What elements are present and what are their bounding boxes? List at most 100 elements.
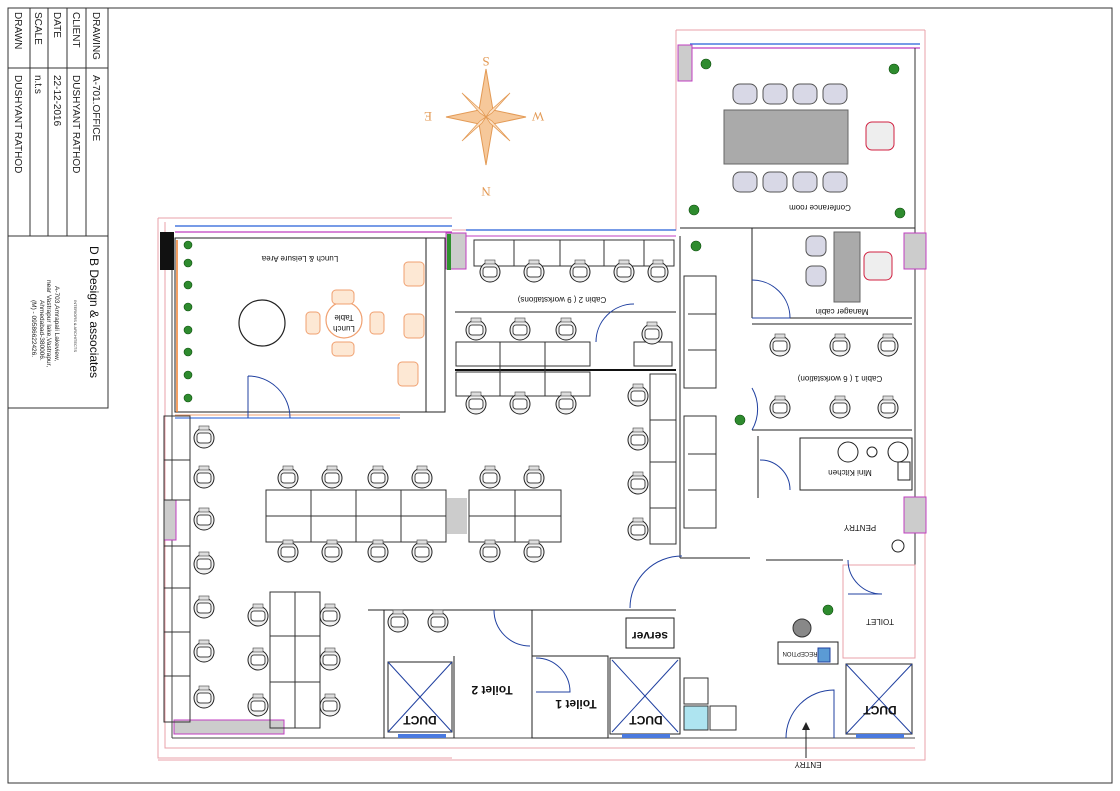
office-chair-icon [247, 647, 269, 671]
compass-n: N [481, 184, 491, 199]
office-chair-icon [523, 539, 545, 563]
cabin-1: Cabin 1 ( 6 workstation) [751, 323, 912, 431]
tb-key-client: CLIENT [70, 12, 81, 48]
label-duct-right: DUCT [863, 703, 897, 717]
center-workstations [265, 489, 562, 543]
label-toilet-right: TOILET [866, 617, 894, 626]
office-chair-icon [647, 259, 669, 283]
label-lunch-area: Lunch & Leisure Area [261, 254, 338, 263]
workstation-chairs [193, 259, 899, 717]
office-chair-icon [321, 539, 343, 563]
tb-value-date: 22-12-2016 [51, 75, 62, 127]
office-chair-icon [641, 321, 663, 345]
office-chair-icon [479, 259, 501, 283]
office-chair-icon [193, 595, 215, 619]
structural-columns [160, 44, 927, 735]
compass-e: E [424, 109, 432, 124]
office-chair-icon [367, 539, 389, 563]
label-conference: Conferance room [789, 203, 851, 212]
tb-value-client: DUSHYANT RATHOD [70, 75, 81, 173]
tb-key-drawn: DRAWN [12, 12, 23, 49]
label-duct-left: DUCT [403, 713, 437, 727]
label-pentry: PENTRY [843, 523, 876, 532]
office-chair-icon [277, 539, 299, 563]
address-line-2: near Vastrapur lake,Vastrapur, [45, 280, 52, 367]
office-chair-icon [247, 603, 269, 627]
label-duct-mid: DUCT [629, 713, 663, 727]
compass-s: S [482, 54, 489, 69]
tb-key-scale: SCALE [32, 12, 43, 45]
firm-name: D B Design & associates [87, 246, 101, 378]
compass-w: W [531, 109, 544, 124]
office-chair-icon [509, 391, 531, 415]
lower-partitions: DUCT DUCT Toilet 2 Toilet 1 server [368, 555, 904, 739]
round-table [238, 299, 286, 347]
office-chair-icon [627, 383, 649, 407]
label-server: server [632, 629, 668, 643]
office-chair-icon [367, 465, 389, 489]
label-manager: Manager cabin [816, 307, 869, 316]
label-lunch-table-2: Table [334, 313, 354, 322]
office-chair-icon [319, 693, 341, 717]
office-chair-icon [411, 465, 433, 489]
office-chair-icon [247, 693, 269, 717]
office-chair-icon [877, 333, 899, 357]
office-chair-icon [193, 507, 215, 531]
office-chair-icon [193, 425, 215, 449]
office-chair-icon [479, 539, 501, 563]
compass-rose-icon: S N E W [424, 54, 544, 199]
address-line-4: (M) - 09586622426. [30, 300, 37, 357]
manager-cabin: Manager cabin [751, 228, 912, 319]
address-line-3: Ahmedabad-380006. [38, 300, 45, 361]
office-chair-icon [555, 317, 577, 341]
office-chair-icon [427, 609, 449, 633]
office-chair-icon [321, 465, 343, 489]
outer-walls [157, 29, 926, 761]
office-chair-icon [569, 259, 591, 283]
office-chair-icon [319, 603, 341, 627]
office-chair-icon [555, 391, 577, 415]
office-chair-icon [193, 685, 215, 709]
office-chair-icon [627, 517, 649, 541]
office-chair-icon [387, 609, 409, 633]
office-chair-icon [769, 333, 791, 357]
label-kitchen: Mini Kitchen [828, 468, 872, 477]
label-lunch-table-1: Lunch [333, 324, 355, 333]
office-chair-icon [509, 317, 531, 341]
chair-pink [865, 121, 895, 151]
office-chair-icon [627, 427, 649, 451]
label-reception: RECEPTION [782, 650, 817, 656]
tb-value-drawn: DUSHYANT RATHOD [12, 75, 23, 173]
office-chair-icon [193, 639, 215, 663]
conference-room: Conferance room [680, 83, 915, 229]
label-cabin2: Cabin 2 ( 9 workstations) [517, 295, 606, 304]
office-chair-icon [769, 395, 791, 419]
right-lower-rooms: TOILET RECEPTION ENTRY DUCT [766, 559, 916, 769]
firm-tagline: INTERIORS & ARCHITECTS [73, 300, 78, 352]
office-chair-icon [877, 395, 899, 419]
office-chair-icon [523, 465, 545, 489]
office-chair-icon [829, 395, 851, 419]
office-chair-icon [411, 539, 433, 563]
office-chair-icon [465, 391, 487, 415]
label-entry: ENTRY [794, 760, 822, 769]
office-chair-icon [627, 471, 649, 495]
tb-key-date: DATE [51, 12, 62, 38]
label-cabin1: Cabin 1 ( 6 workstation) [797, 374, 882, 383]
lunch-leisure-area: Lunch & Leisure Area Lunch Table [174, 58, 906, 616]
address-line-1: A-703,Amrapali Lakeview, [53, 286, 60, 361]
office-chair-icon [613, 259, 635, 283]
label-toilet1: Toilet 1 [555, 697, 596, 711]
office-chair-icon [193, 551, 215, 575]
title-block: DRAWING A-701.OFFICE CLIENT DUSHYANT RAT… [7, 7, 109, 409]
tb-value-scale: n.t.s [32, 75, 43, 94]
office-chair-icon [523, 259, 545, 283]
reception-sofas [679, 236, 750, 559]
label-toilet2: Toilet 2 [471, 683, 512, 697]
kitchen-pentry: Mini Kitchen PENTRY [757, 436, 913, 553]
tb-value-drawing: A-701.OFFICE [90, 75, 101, 141]
office-chair-icon [319, 647, 341, 671]
tb-key-drawing: DRAWING [90, 12, 101, 60]
office-chair-icon [829, 333, 851, 357]
